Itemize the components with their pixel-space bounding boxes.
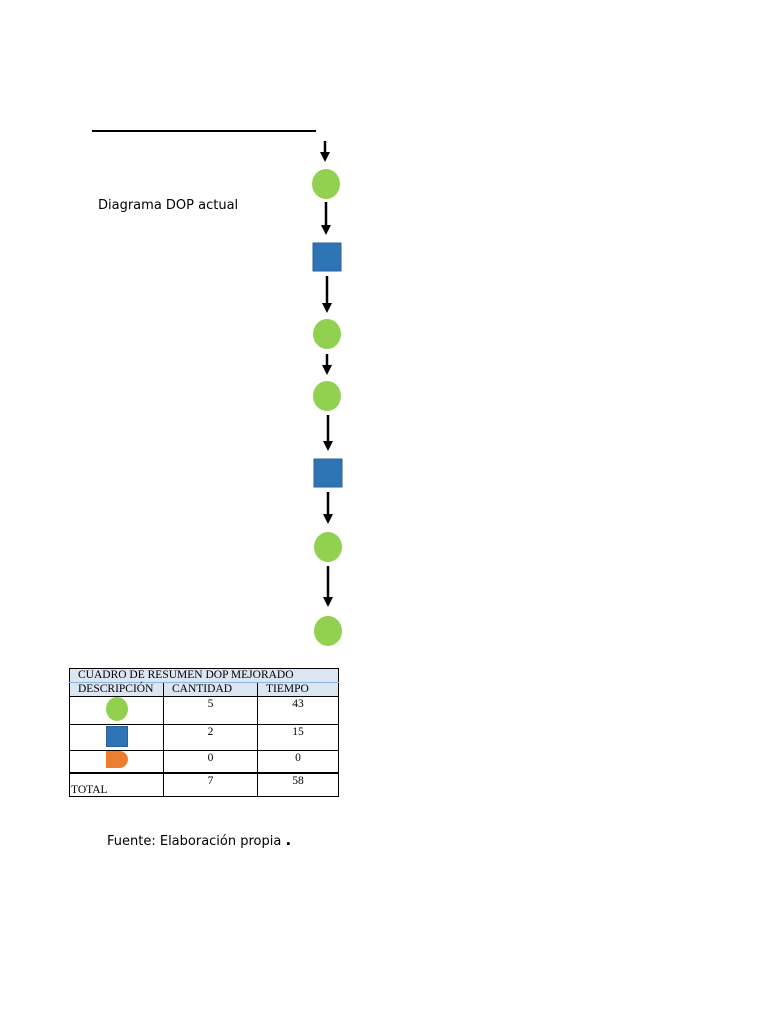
cantidad-cell: 5 bbox=[163, 696, 258, 725]
green-circle-icon bbox=[314, 532, 342, 562]
tiempo-cell: 43 bbox=[257, 696, 339, 725]
top-rule bbox=[92, 130, 316, 132]
blue-square-icon bbox=[105, 725, 128, 747]
green-circle-icon bbox=[314, 616, 342, 646]
table-row: 0 0 bbox=[69, 750, 339, 773]
cantidad-cell: 0 bbox=[163, 750, 258, 773]
table-row: 2 15 bbox=[69, 724, 339, 751]
green-circle-icon bbox=[105, 697, 128, 721]
total-label: TOTAL bbox=[69, 772, 164, 797]
header-tiempo: TIEMPO bbox=[257, 682, 339, 697]
green-circle-icon bbox=[313, 381, 341, 411]
header-cantidad: CANTIDAD bbox=[163, 682, 258, 697]
tiempo-cell: 15 bbox=[257, 724, 339, 751]
source-text: Fuente: Elaboración propia bbox=[107, 834, 282, 849]
total-cantidad: 7 bbox=[163, 772, 258, 797]
source-dot: . bbox=[285, 831, 292, 849]
cantidad-cell: 2 bbox=[163, 724, 258, 751]
green-circle-icon bbox=[313, 319, 341, 349]
header-descripcion: DESCRIPCIÓN bbox=[69, 682, 164, 697]
flow-group bbox=[312, 141, 343, 646]
table-row: 5 43 bbox=[69, 696, 339, 725]
summary-table: CUADRO DE RESUMEN DOP MEJORADO DESCRIPCI… bbox=[69, 668, 339, 797]
dop-flow-diagram bbox=[312, 141, 343, 646]
total-tiempo: 58 bbox=[257, 772, 339, 797]
orange-delay-icon bbox=[105, 751, 128, 769]
green-circle-icon bbox=[312, 169, 340, 199]
blue-square-icon bbox=[312, 242, 342, 272]
diagram-caption: Diagrama DOP actual bbox=[98, 198, 239, 213]
total-row: TOTAL 7 58 bbox=[69, 772, 339, 797]
summary-title: CUADRO DE RESUMEN DOP MEJORADO bbox=[69, 668, 339, 683]
tiempo-cell: 0 bbox=[257, 750, 339, 773]
blue-square-icon bbox=[313, 458, 343, 488]
source-note: Fuente: Elaboración propia . bbox=[107, 831, 291, 849]
